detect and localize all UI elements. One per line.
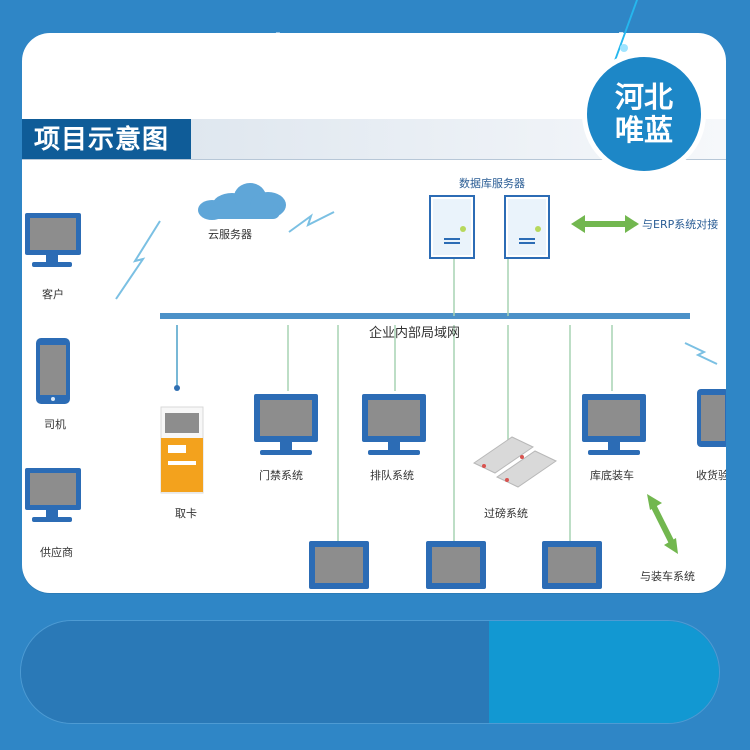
scale-icon [473,436,557,488]
network-diagram [25,119,726,589]
network-label: 企业内部局域网 [369,326,461,341]
loading-label: 与装车系统 [640,570,695,583]
computer-icon [25,213,81,267]
bottom-banner [20,620,720,724]
computer-icon [254,394,318,455]
bottom-banner-right [489,621,719,723]
server-icon [429,195,475,259]
loading-arrow-icon [647,494,678,554]
brand-circle-line1: 河北 [614,80,673,114]
computer-icon [582,394,646,455]
receiving-label: 收货验 [696,469,726,482]
erp-arrow-icon [571,215,639,233]
queue-label: 排队系统 [370,469,414,482]
computer-icon [309,541,369,589]
server-icon [504,195,550,259]
signal-icon [288,211,335,233]
brand-circle-line2: 唯蓝 [614,113,673,147]
cloud-icon [198,183,286,220]
computer-icon [426,541,486,589]
bottom-banner-left [21,621,491,723]
computer-icon [542,541,602,589]
driver-label: 司机 [44,418,66,431]
gate-label: 门禁系统 [259,469,303,482]
database-label: 数据库服务器 [459,177,525,190]
cloud-label: 云服务器 [208,228,252,241]
brand-circle: 河北 唯蓝 [582,52,706,176]
card-label: 取卡 [175,507,197,520]
kiosk-icon [160,406,204,494]
weigh-label: 过磅系统 [484,507,528,520]
computer-icon [25,468,81,522]
page-title: 项目示意图 [34,125,170,155]
signal-icon [684,342,718,365]
supplier-label: 供应商 [40,546,73,559]
erp-label: 与ERP系统对接 [642,218,719,231]
storage-label: 库底装车 [590,469,634,482]
computer-icon [362,394,426,455]
tablet-icon [697,389,726,447]
connection-dot [174,385,180,391]
bottom-left-text: 坚固耐用 [170,30,323,74]
signal-icon [115,220,161,300]
circle-connector-dot [620,44,628,52]
customer-label: 客户 [42,288,64,301]
phone-icon [36,338,70,404]
